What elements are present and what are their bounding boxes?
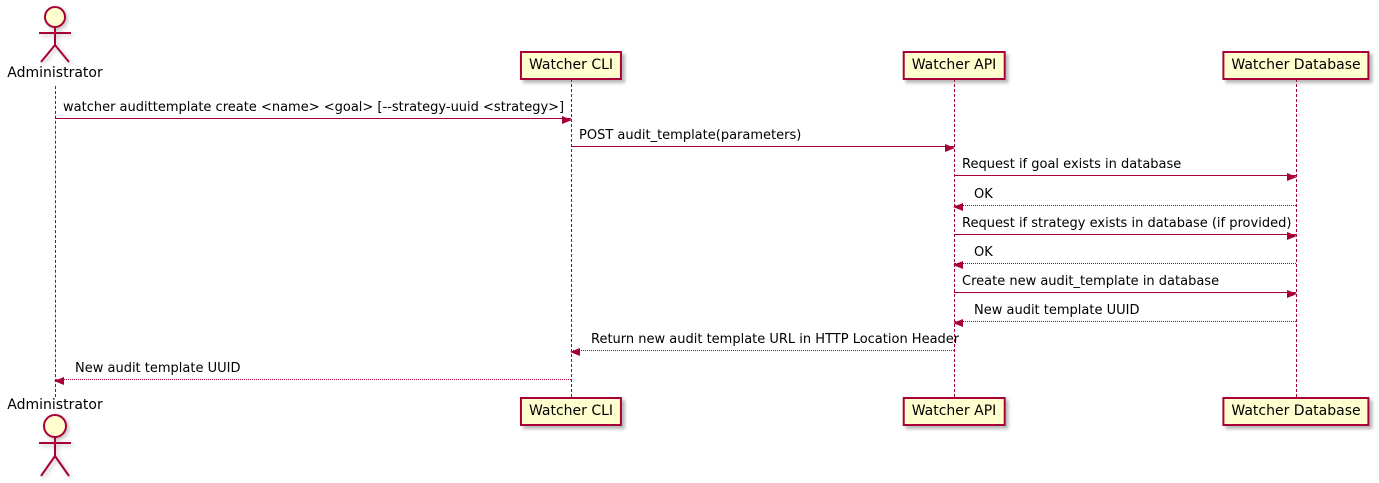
message-10-line [55, 379, 571, 380]
participant-box-watcher-database-top: Watcher Database [1222, 51, 1370, 80]
message-3-line [954, 175, 1296, 176]
lifeline-administrator [55, 86, 56, 397]
message-6-label: OK [974, 245, 993, 260]
message-4: OK [953, 186, 1296, 211]
arrowhead-right-icon [562, 115, 572, 124]
arrowhead-right-icon [1287, 231, 1297, 240]
message-8: New audit template UUID [953, 302, 1296, 327]
message-5-line [954, 234, 1296, 235]
message-1-label: watcher audittemplate create <name> <goa… [63, 100, 565, 115]
message-4-line [954, 205, 1296, 206]
message-2-label: POST audit_template(parameters) [579, 128, 802, 143]
message-7: Create new audit_template in database [954, 273, 1297, 298]
message-1: watcher audittemplate create <name> <goa… [55, 99, 572, 124]
arrowhead-left-icon [953, 318, 963, 327]
message-2-line [571, 146, 954, 147]
arrowhead-left-icon [953, 260, 963, 269]
arrowhead-left-icon [570, 347, 580, 356]
lifeline-watcher-cli [571, 79, 572, 397]
message-6-line [954, 263, 1296, 264]
message-8-label: New audit template UUID [974, 303, 1140, 318]
message-10: New audit template UUID [54, 360, 571, 385]
arrowhead-right-icon [945, 143, 955, 152]
actor-icon [39, 6, 71, 63]
message-7-line [954, 292, 1296, 293]
arrowhead-right-icon [1287, 172, 1297, 181]
message-4-label: OK [974, 187, 993, 202]
message-9-line [571, 350, 954, 351]
message-6: OK [953, 244, 1296, 269]
message-3-label: Request if goal exists in database [962, 157, 1182, 172]
message-3: Request if goal exists in database [954, 156, 1297, 181]
participant-box-watcher-api-top: Watcher API [902, 51, 1006, 80]
lifeline-watcher-api [954, 79, 955, 397]
arrowhead-left-icon [54, 376, 64, 385]
actor-icon [39, 414, 71, 477]
message-10-label: New audit template UUID [75, 361, 241, 376]
actor-label-administrator-top: Administrator [7, 65, 103, 81]
message-5: Request if strategy exists in database (… [954, 215, 1297, 240]
message-9-label: Return new audit template URL in HTTP Lo… [591, 332, 960, 347]
participant-box-watcher-cli-top: Watcher CLI [519, 51, 623, 80]
arrowhead-right-icon [1287, 289, 1297, 298]
message-1-line [55, 118, 571, 119]
participant-box-watcher-database-bottom: Watcher Database [1222, 397, 1370, 426]
message-9: Return new audit template URL in HTTP Lo… [570, 331, 959, 356]
message-5-label: Request if strategy exists in database (… [962, 216, 1292, 231]
participant-box-watcher-api-bottom: Watcher API [902, 397, 1006, 426]
participant-box-watcher-cli-bottom: Watcher CLI [519, 397, 623, 426]
arrowhead-left-icon [953, 202, 963, 211]
message-7-label: Create new audit_template in database [962, 274, 1220, 289]
message-2: POST audit_template(parameters) [571, 127, 955, 152]
actor-label-administrator-bottom: Administrator [7, 397, 103, 413]
message-8-line [954, 321, 1296, 322]
